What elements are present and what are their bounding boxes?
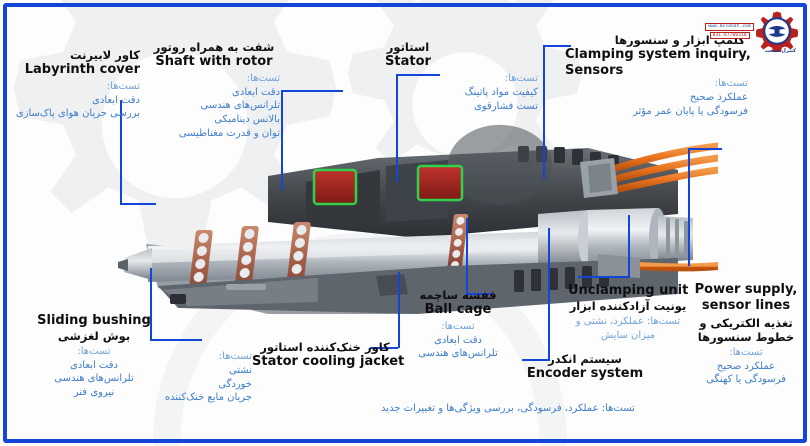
leader-line-labyrinth-h bbox=[120, 203, 156, 205]
callout-title-fa: استاتور bbox=[386, 40, 430, 54]
leader-line-power bbox=[688, 148, 690, 266]
leader-line-shaft bbox=[281, 90, 283, 190]
test-item: دقت ابعادی bbox=[70, 359, 118, 371]
callout-title-en: Labyrinth cover bbox=[24, 62, 140, 78]
tests-line-2: میزان سایش bbox=[600, 329, 656, 341]
test-item: دقت ابعادی bbox=[232, 86, 280, 98]
logo-company-name-red: مهندسی bbox=[769, 42, 792, 48]
leader-line-cooling bbox=[398, 272, 400, 348]
callout-stator-tests: تست‌ها: کیفیت مواد پاتینگ تست فشارقوی bbox=[434, 70, 538, 113]
test-item: عملکرد صحیح bbox=[716, 360, 776, 372]
test-item: کیفیت مواد پاتینگ bbox=[464, 86, 538, 98]
tests-label: تست‌ها: bbox=[504, 73, 538, 84]
test-item: نشتی bbox=[228, 364, 252, 376]
tests-label: تست‌ها: bbox=[246, 72, 280, 84]
tests-label: تست‌ها: bbox=[714, 78, 748, 89]
test-item: تلرانس‌های هندسی bbox=[200, 100, 280, 112]
callout-title-fa: سیستم انکدر bbox=[548, 352, 622, 366]
test-item: عملکرد صحیح bbox=[689, 91, 748, 103]
test-item: دقت ابعادی bbox=[434, 334, 482, 346]
test-item: تلرانس‌های هندسی bbox=[418, 348, 498, 360]
test-item: نیروی فنر bbox=[73, 387, 115, 399]
callout-tests: تست‌ها: عملکرد صحیح فرسودگی یا پایان عمر… bbox=[600, 77, 748, 118]
tests-label: تست‌ها: bbox=[77, 345, 111, 357]
callout-unclamping-unit: Unclamping unit یونیت آزادکننده ابزار تس… bbox=[568, 283, 688, 342]
callout-title-en: Unclamping unit bbox=[568, 283, 689, 298]
tests-line: تست‌ها: عملکرد، فرسودگی، بررسی ویژگی‌ها … bbox=[381, 403, 635, 414]
callout-tests: تست‌ها: دقت ابعادی تلرانس‌های هندسی بالا… bbox=[148, 72, 280, 141]
leader-line-encoder bbox=[548, 228, 550, 360]
callout-cooling-tests: تست‌ها: نشتی خوردگی جریان مایع خنک‌کننده bbox=[160, 348, 252, 405]
callout-power-supply: Power supply, sensor lines تغذیه الکتریک… bbox=[690, 282, 802, 387]
callout-encoder-tests: تست‌ها: عملکرد، فرسودگی، بررسی ویژگی‌ها … bbox=[258, 400, 758, 416]
tests-label: تست‌ها: bbox=[729, 346, 763, 358]
gear-logo-icon bbox=[756, 11, 798, 52]
callout-title-fa: شفت به همراه روتور bbox=[153, 40, 275, 54]
callout-title-fa: یونیت آزادکننده ابزار bbox=[569, 298, 687, 313]
test-item: فرسودگی یا پایان عمر مؤثر bbox=[632, 105, 748, 117]
test-item: توان و قدرت مغناطیسی bbox=[178, 128, 280, 140]
callout-shaft-with-rotor: شفت به همراه روتور Shaft with rotor تست‌… bbox=[148, 40, 280, 141]
leader-line-unclamping-h bbox=[578, 276, 630, 278]
logo-phone-number: 031-87700310 bbox=[709, 31, 750, 39]
callout-title-en: Shaft with rotor bbox=[155, 54, 273, 70]
test-item: دقت ابعادی bbox=[92, 94, 140, 106]
callout-tests: تست‌ها: دقت ابعادی بررسی جریان هوای پاک‌… bbox=[8, 80, 140, 121]
logo-text-block: www.mcsanat.com 031-87700310 bbox=[705, 23, 754, 39]
callout-title-en-line1: Clamping system inquiry, bbox=[565, 47, 751, 63]
leader-line-clamping bbox=[543, 45, 545, 179]
callout-stator: استاتور Stator bbox=[368, 40, 448, 70]
logo-website-url: www.mcsanat.com bbox=[705, 23, 754, 31]
callout-tests: تست‌ها: کیفیت مواد پاتینگ تست فشارقوی bbox=[434, 72, 538, 113]
test-item: فرسودگی یا کهنگی bbox=[706, 374, 786, 386]
callout-title-fa-line2: خطوط سنسورها bbox=[697, 329, 795, 344]
callout-title-fa: کاور خنک‌کننده استاتور bbox=[260, 340, 390, 354]
tests-line-1: تست‌ها: عملکرد، نشتی و bbox=[575, 315, 681, 327]
test-item: تلرانس‌های هندسی bbox=[54, 373, 134, 385]
callout-title-en: Stator bbox=[385, 54, 431, 70]
callout-labyrinth-cover: کاور لابیرنت Labyrinth cover تست‌ها: دقت… bbox=[8, 48, 140, 121]
test-item: جریان مایع خنک‌کننده bbox=[164, 392, 252, 404]
callout-tests: تست‌ها: دقت ابعادی تلرانس‌های هندسی bbox=[410, 320, 506, 361]
callout-title-en: Stator cooling jacket bbox=[252, 354, 405, 370]
leader-line-shaft-h bbox=[281, 90, 343, 92]
callout-title-fa-line1: تغذیه الکتریکی و bbox=[699, 315, 793, 330]
callout-ball-cage: قفسه ساچمه Ball cage تست‌ها: دقت ابعادی … bbox=[410, 288, 506, 361]
logo-company-name-blue: کنترل صنعت bbox=[764, 48, 796, 54]
callout-tests: تست‌ها: عملکرد، فرسودگی، بررسی ویژگی‌ها … bbox=[258, 402, 758, 416]
leader-line-encoder-h bbox=[522, 359, 550, 361]
test-item: بالانس دینامیکی bbox=[214, 114, 280, 126]
callout-tests: تست‌ها: عملکرد صحیح فرسودگی یا کهنگی bbox=[690, 346, 802, 387]
leader-line-stator bbox=[396, 74, 398, 182]
callout-encoder-system: سیستم انکدر Encoder system bbox=[524, 352, 646, 382]
callout-title-fa: کاور لابیرنت bbox=[70, 48, 140, 62]
callout-title-en-line1: Power supply, bbox=[694, 282, 798, 297]
leader-line-ballcage bbox=[466, 218, 468, 294]
callout-tests: تست‌ها: نشتی خوردگی جریان مایع خنک‌کننده bbox=[160, 350, 252, 405]
tests-label: تست‌ها: bbox=[106, 80, 140, 92]
company-logo[interactable]: www.mcsanat.com 031-87700310 مهندسی کنتر… bbox=[690, 8, 798, 54]
callout-title-fa: بوش لغزشی bbox=[57, 328, 131, 343]
callout-title-fa: قفسه ساچمه bbox=[419, 288, 497, 302]
leader-line-cooling-h bbox=[370, 347, 398, 349]
test-item: بررسی جریان هوای پاک‌سازی bbox=[15, 108, 140, 120]
tests-label: تست‌ها: bbox=[218, 351, 252, 362]
callout-tests: تست‌ها: عملکرد، نشتی و میزان سایش bbox=[568, 315, 688, 343]
test-item: خوردگی bbox=[218, 378, 252, 390]
callout-stator-cooling-jacket: کاور خنک‌کننده استاتور Stator cooling ja… bbox=[252, 340, 405, 370]
callout-tests: تست‌ها: دقت ابعادی تلرانس‌های هندسی نیرو… bbox=[30, 345, 158, 400]
test-item: تست فشارقوی bbox=[473, 100, 538, 112]
callout-title-en: Encoder system bbox=[526, 366, 644, 382]
callout-sliding-bushing: Sliding bushing بوش لغزشی تست‌ها: دقت اب… bbox=[30, 313, 158, 400]
leader-line-bushing-h bbox=[150, 339, 202, 341]
leader-line-power-h bbox=[688, 148, 722, 150]
callout-title-en: Ball cage bbox=[424, 302, 492, 318]
leader-line-unclamping bbox=[628, 215, 630, 277]
callout-title-en: Sliding bushing bbox=[37, 313, 151, 328]
callout-title-en-line2: sensor lines bbox=[701, 297, 791, 313]
callout-clamping-tests: تست‌ها: عملکرد صحیح فرسودگی یا پایان عمر… bbox=[600, 75, 748, 118]
tests-label: تست‌ها: bbox=[441, 320, 475, 332]
